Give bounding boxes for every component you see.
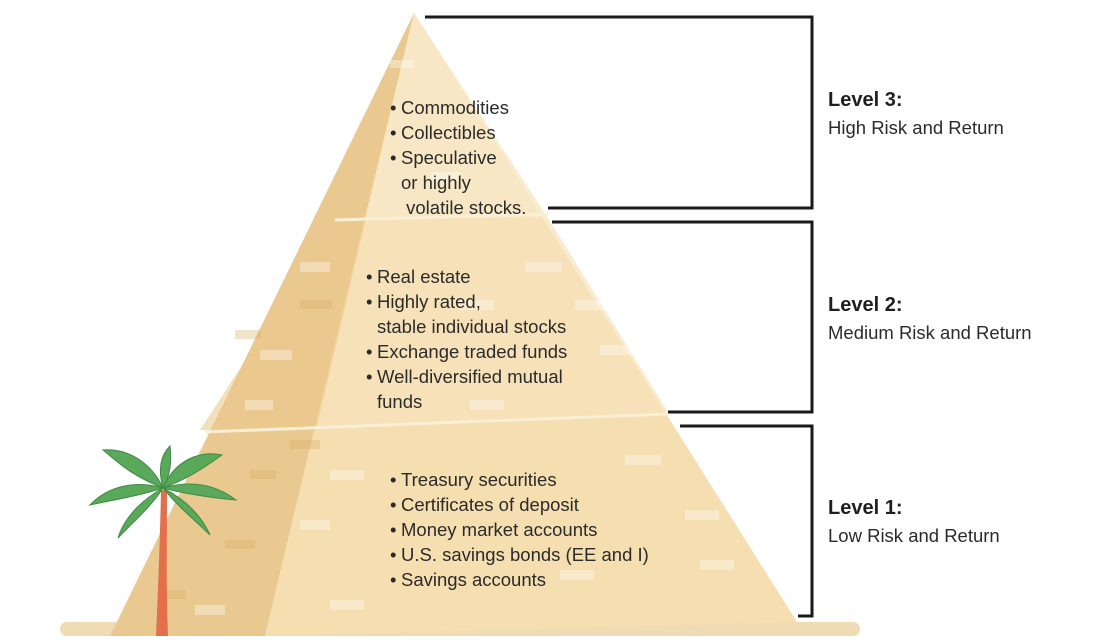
list-item: Money market accounts: [390, 517, 649, 542]
level-3-description: High Risk and Return: [828, 117, 1004, 138]
list-item: Treasury securities: [390, 467, 649, 492]
level-2-label: Level 2: Medium Risk and Return: [828, 292, 1032, 346]
list-item: Real estate: [366, 264, 567, 289]
tier-divider-lower: [204, 412, 669, 434]
bracket-level-2: [552, 220, 814, 414]
palm-tree-icon: [88, 444, 238, 636]
list-item: Highly rated, stable individual stocks: [366, 289, 567, 339]
level-3-name: Level 3:: [828, 89, 903, 111]
level-1-label: Level 1: Low Risk and Return: [828, 495, 1000, 549]
level-2-name: Level 2:: [828, 294, 903, 316]
list-item: Savings accounts: [390, 567, 649, 592]
pyramid-left-face: [110, 13, 414, 636]
list-item: Well-diversified mutual funds: [366, 364, 567, 414]
list-item: Speculative or highly volatile stocks.: [390, 145, 526, 220]
level-2-description: Medium Risk and Return: [828, 322, 1032, 343]
level-3-items: Commodities Collectibles Speculative or …: [390, 95, 526, 220]
bracket-level-1: [680, 424, 814, 618]
list-item: Certificates of deposit: [390, 492, 649, 517]
level-2-items: Real estate Highly rated, stable individ…: [366, 264, 567, 414]
level-3-label: Level 3: High Risk and Return: [828, 87, 1004, 141]
list-item: U.S. savings bonds (EE and I): [390, 542, 649, 567]
list-item: Exchange traded funds: [366, 339, 567, 364]
level-1-description: Low Risk and Return: [828, 525, 1000, 546]
pyramid-tier-middle-shadow: [200, 218, 366, 430]
bracket-level-3: [425, 15, 814, 210]
level-1-name: Level 1:: [828, 497, 903, 519]
level-1-items: Treasury securities Certificates of depo…: [390, 467, 649, 592]
pyramid-bricks-shade: [160, 300, 332, 599]
list-item: Commodities: [390, 95, 526, 120]
list-item: Collectibles: [390, 120, 526, 145]
